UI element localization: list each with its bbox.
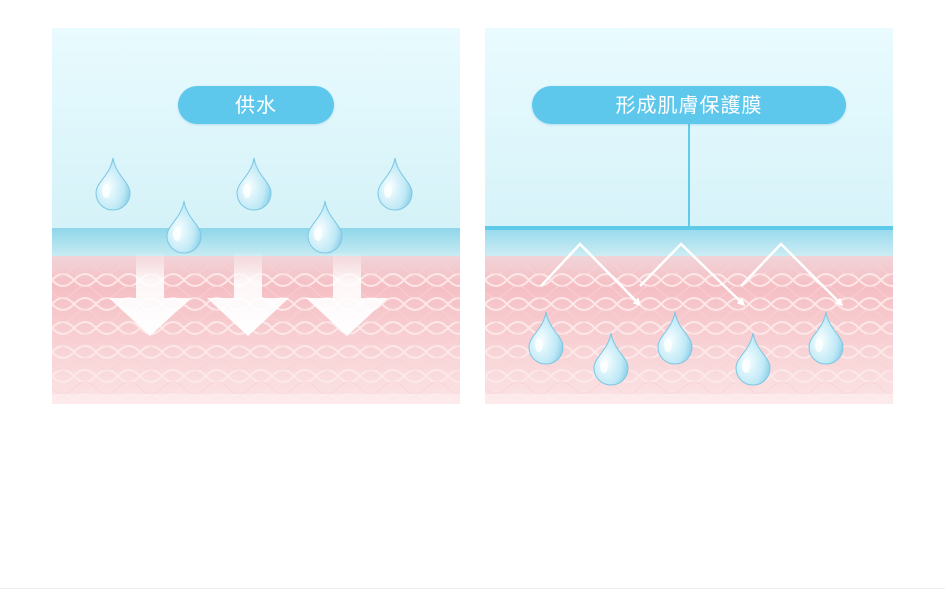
water-drop-icon xyxy=(377,157,413,211)
down-arrow-icon xyxy=(306,251,388,336)
zigzag-arrow-icon xyxy=(740,242,844,307)
water-drop-icon xyxy=(593,332,629,386)
protective-film-illustration xyxy=(485,28,893,404)
water-drop-icon xyxy=(657,311,693,365)
panel-water-supply: 供水 xyxy=(52,28,460,404)
water-supply-label: 供水 xyxy=(178,86,334,124)
water-drop-icon xyxy=(166,200,202,254)
zigzag-arrow-icon xyxy=(639,242,746,307)
protective-film-line xyxy=(485,226,893,230)
water-drop-icon xyxy=(808,311,844,365)
water-supply-illustration xyxy=(52,28,460,404)
water-drop-icon xyxy=(735,332,771,386)
down-arrow-icon xyxy=(109,251,191,336)
panel-protective-film: 形成肌膚保護膜 xyxy=(485,28,893,404)
down-arrow-icon xyxy=(207,251,289,336)
protective-film-label: 形成肌膚保護膜 xyxy=(532,86,846,124)
water-drop-icon xyxy=(307,200,343,254)
water-drop-icon xyxy=(236,157,272,211)
bottom-divider xyxy=(0,588,945,589)
zigzag-arrow-icon xyxy=(540,242,642,307)
water-drop-icon xyxy=(95,157,131,211)
water-drop-icon xyxy=(528,311,564,365)
